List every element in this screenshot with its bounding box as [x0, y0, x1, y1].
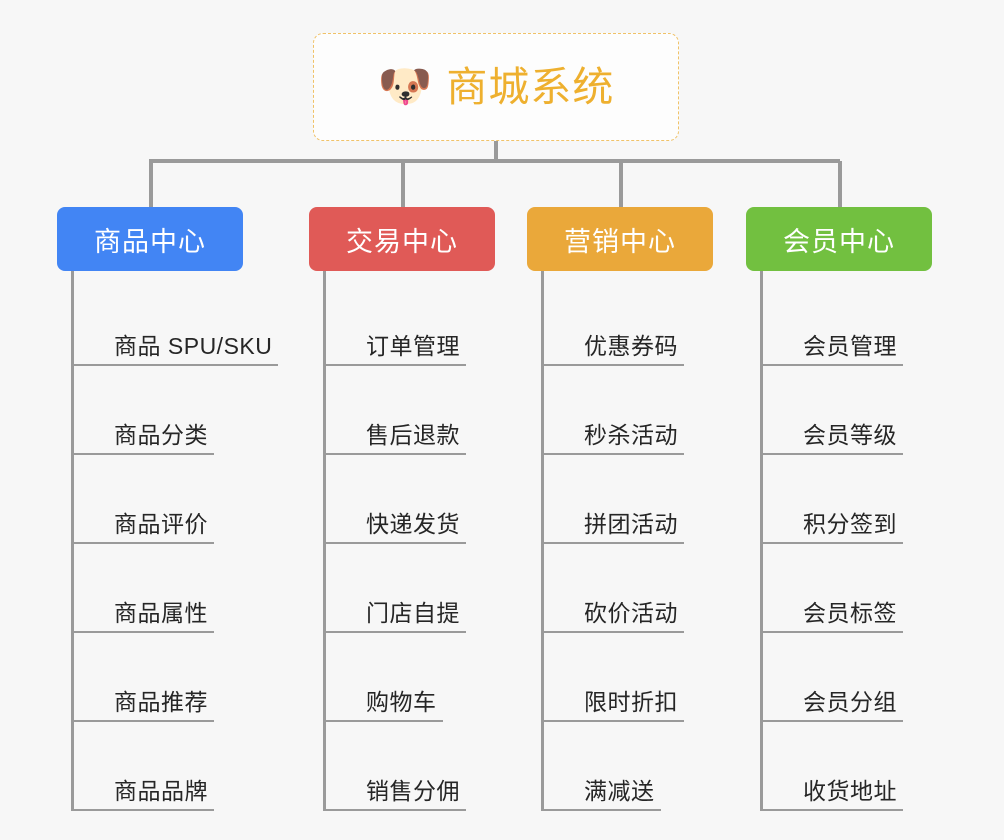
leaf-item[interactable]: 积分签到: [763, 455, 932, 544]
connector-drop-member-center: [838, 161, 842, 208]
leaf-item[interactable]: 限时折扣: [544, 633, 713, 722]
leaf-label: 限时折扣: [584, 688, 678, 715]
category-label: 营销中心: [564, 226, 676, 257]
leaf-label: 商品品牌: [114, 777, 208, 804]
leaf-underline: 满减送: [544, 777, 661, 811]
leaf-underline: 会员分组: [763, 688, 903, 722]
leaf-item[interactable]: 会员标签: [763, 544, 932, 633]
leaf-list-trade-center: 订单管理售后退款快递发货门店自提购物车销售分佣: [323, 271, 495, 811]
leaf-label: 商品推荐: [114, 688, 208, 715]
leaf-label: 秒杀活动: [584, 421, 678, 448]
leaf-label: 门店自提: [366, 599, 460, 626]
connector-drop-trade-center: [401, 161, 405, 208]
leaf-underline: 订单管理: [326, 332, 466, 366]
leaf-underline: 会员标签: [763, 599, 903, 633]
leaf-item[interactable]: 商品分类: [74, 366, 243, 455]
leaf-underline: 会员等级: [763, 421, 903, 455]
leaf-label: 会员管理: [803, 332, 897, 359]
leaf-item[interactable]: 商品品牌: [74, 722, 243, 811]
column-product-center: 商品中心商品 SPU/SKU 商品分类商品评价商品属性商品推荐商品品牌: [57, 207, 279, 811]
leaf-label: 购物车: [366, 688, 437, 715]
leaf-underline: 收货地址: [763, 777, 903, 811]
leaf-underline: 售后退款: [326, 421, 466, 455]
leaf-item[interactable]: 收货地址: [763, 722, 932, 811]
leaf-label: 销售分佣: [366, 777, 460, 804]
column-trade-center: 交易中心订单管理售后退款快递发货门店自提购物车销售分佣: [309, 207, 495, 811]
leaf-item[interactable]: 会员等级: [763, 366, 932, 455]
leaf-item[interactable]: 商品属性: [74, 544, 243, 633]
leaf-list-product-center: 商品 SPU/SKU 商品分类商品评价商品属性商品推荐商品品牌: [71, 271, 279, 811]
root-node[interactable]: 🐶 商城系统: [313, 33, 679, 141]
leaf-underline: 商品 SPU/SKU: [74, 332, 279, 366]
leaf-item[interactable]: 拼团活动: [544, 455, 713, 544]
leaf-label: 拼团活动: [584, 510, 678, 537]
leaf-item[interactable]: 会员管理: [763, 277, 932, 366]
leaf-underline: 砍价活动: [544, 599, 684, 633]
leaf-underline: 商品推荐: [74, 688, 214, 722]
leaf-label: 商品分类: [114, 421, 208, 448]
category-label: 商品中心: [94, 226, 206, 257]
connector-drop-marketing-center: [619, 161, 623, 208]
leaf-label: 快递发货: [366, 510, 460, 537]
leaf-label: 商品 SPU/SKU: [114, 332, 273, 359]
connector-root-stem: [494, 141, 498, 162]
leaf-underline: 限时折扣: [544, 688, 684, 722]
leaf-underline: 商品属性: [74, 599, 214, 633]
leaf-item[interactable]: 优惠券码: [544, 277, 713, 366]
category-node-product-center[interactable]: 商品中心: [57, 207, 243, 271]
leaf-list-member-center: 会员管理会员等级积分签到会员标签会员分组收货地址: [760, 271, 932, 811]
leaf-label: 商品评价: [114, 510, 208, 537]
category-label: 交易中心: [346, 226, 458, 257]
leaf-list-marketing-center: 优惠券码秒杀活动拼团活动砍价活动限时折扣满减送: [541, 271, 713, 811]
leaf-label: 商品属性: [114, 599, 208, 626]
leaf-item[interactable]: 会员分组: [763, 633, 932, 722]
leaf-underline: 优惠券码: [544, 332, 684, 366]
leaf-underline: 销售分佣: [326, 777, 466, 811]
category-node-marketing-center[interactable]: 营销中心: [527, 207, 713, 271]
leaf-item[interactable]: 购物车: [326, 633, 495, 722]
leaf-item[interactable]: 销售分佣: [326, 722, 495, 811]
leaf-label: 满减送: [584, 777, 655, 804]
dog-face-icon: 🐶: [377, 62, 433, 111]
leaf-item[interactable]: 商品评价: [74, 455, 243, 544]
leaf-underline: 秒杀活动: [544, 421, 684, 455]
root-title: 商城系统: [446, 63, 615, 110]
column-member-center: 会员中心会员管理会员等级积分签到会员标签会员分组收货地址: [746, 207, 932, 811]
leaf-item[interactable]: 商品 SPU/SKU: [74, 277, 279, 366]
category-node-trade-center[interactable]: 交易中心: [309, 207, 495, 271]
leaf-label: 会员等级: [803, 421, 897, 448]
leaf-underline: 购物车: [326, 688, 443, 722]
leaf-label: 售后退款: [366, 421, 460, 448]
category-node-member-center[interactable]: 会员中心: [746, 207, 932, 271]
category-label: 会员中心: [783, 226, 895, 257]
leaf-underline: 拼团活动: [544, 510, 684, 544]
connector-drop-product-center: [149, 161, 153, 208]
leaf-item[interactable]: 商品推荐: [74, 633, 243, 722]
leaf-underline: 快递发货: [326, 510, 466, 544]
leaf-label: 积分签到: [803, 510, 897, 537]
leaf-underline: 商品分类: [74, 421, 214, 455]
leaf-label: 会员标签: [803, 599, 897, 626]
leaf-item[interactable]: 门店自提: [326, 544, 495, 633]
leaf-label: 订单管理: [366, 332, 460, 359]
leaf-item[interactable]: 秒杀活动: [544, 366, 713, 455]
leaf-item[interactable]: 售后退款: [326, 366, 495, 455]
leaf-label: 收货地址: [803, 777, 897, 804]
connector-horizontal-bus: [149, 159, 840, 163]
leaf-underline: 商品评价: [74, 510, 214, 544]
leaf-label: 砍价活动: [584, 599, 678, 626]
leaf-label: 优惠券码: [584, 332, 678, 359]
column-marketing-center: 营销中心优惠券码秒杀活动拼团活动砍价活动限时折扣满减送: [527, 207, 713, 811]
leaf-item[interactable]: 订单管理: [326, 277, 495, 366]
leaf-item[interactable]: 快递发货: [326, 455, 495, 544]
leaf-underline: 商品品牌: [74, 777, 214, 811]
leaf-item[interactable]: 满减送: [544, 722, 713, 811]
leaf-item[interactable]: 砍价活动: [544, 544, 713, 633]
leaf-underline: 会员管理: [763, 332, 903, 366]
leaf-label: 会员分组: [803, 688, 897, 715]
leaf-underline: 门店自提: [326, 599, 466, 633]
leaf-underline: 积分签到: [763, 510, 903, 544]
